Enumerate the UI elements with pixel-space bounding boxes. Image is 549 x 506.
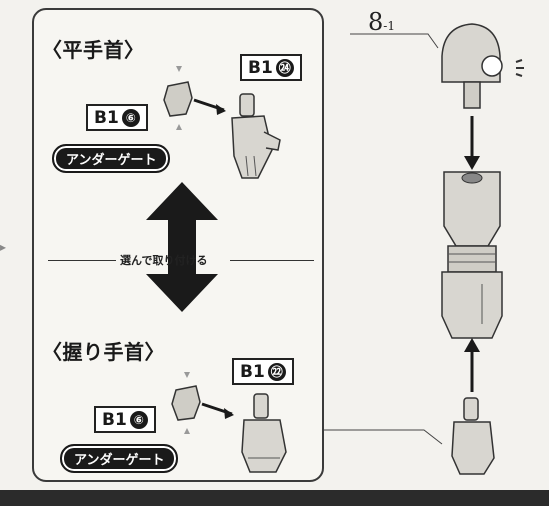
runner-label: B1 [240, 362, 265, 382]
part-number: ⑥ [121, 109, 140, 127]
flat-hand-heading: 〈平手首〉 [42, 38, 145, 62]
step-number: 8-1 [368, 8, 395, 36]
continuation-arrow: ▸ [0, 240, 7, 254]
flat-hand-illustration [163, 66, 281, 179]
page-bottom-bar [0, 490, 549, 506]
arm-assembly-illustration [441, 23, 524, 475]
fist-hand-illustration [171, 372, 287, 473]
choose-divider: 選んで取り付ける [34, 250, 326, 270]
runner-label: B1 [102, 410, 127, 430]
under-gate-badge: アンダーゲート [52, 144, 171, 173]
runner-label: B1 [248, 58, 273, 78]
double-arrow-icon [146, 182, 218, 312]
part-number: ⑥ [129, 411, 148, 429]
connector-line [324, 429, 443, 445]
part-number: ㉔ [275, 59, 294, 77]
part-number: ㉒ [267, 363, 286, 381]
under-gate-badge: アンダーゲート [60, 444, 179, 473]
step-leader-line [350, 33, 439, 49]
choose-text: 選んで取り付ける [120, 254, 208, 267]
divider-line [48, 260, 116, 261]
runner-label: B1 [94, 108, 119, 128]
fist-hand-heading: 〈握り手首〉 [42, 340, 165, 364]
divider-line [230, 260, 314, 261]
